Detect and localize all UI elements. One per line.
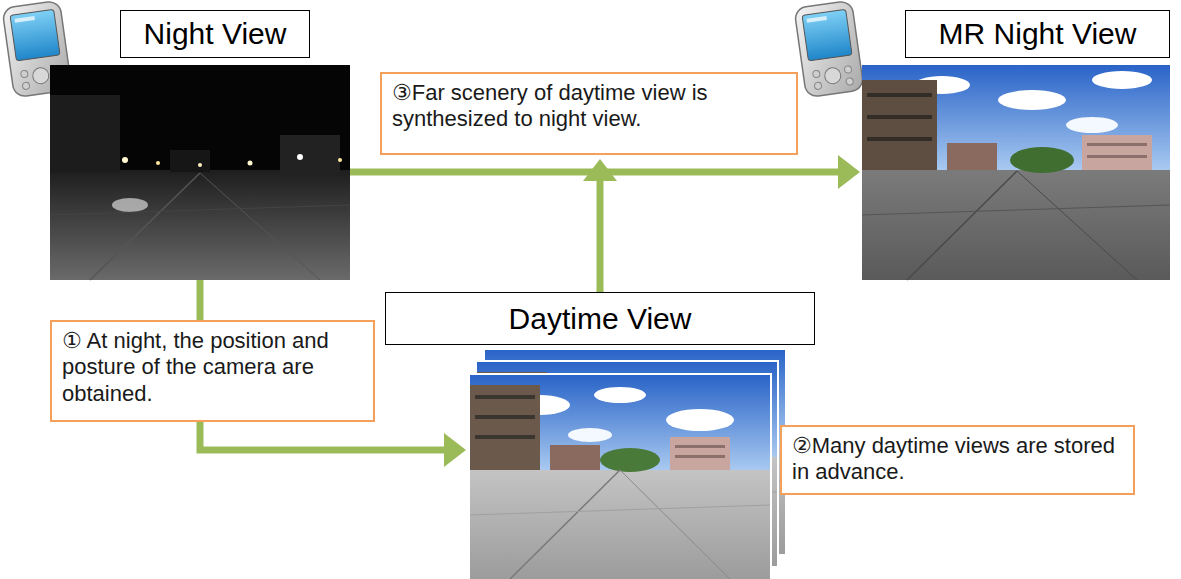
flow-arrow bbox=[583, 159, 617, 292]
flow-arrow bbox=[350, 155, 860, 189]
view-title: Daytime View bbox=[509, 302, 692, 336]
night-photo bbox=[50, 65, 350, 280]
callout-box: ③Far scenery of daytime view is synthesi… bbox=[380, 72, 798, 155]
view-title-box: MR Night View bbox=[905, 10, 1170, 58]
callout-text: ③Far scenery of daytime view is synthesi… bbox=[392, 80, 786, 133]
callout-box: ① At night, the position and posture of … bbox=[50, 320, 375, 422]
photo-panel: Night View bbox=[50, 10, 350, 280]
daytime-photo-stack bbox=[468, 349, 786, 579]
photo-panel: Daytime View bbox=[385, 292, 815, 579]
callout-text: ① At night, the position and posture of … bbox=[62, 328, 363, 407]
photo-panel: MR Night View bbox=[862, 10, 1170, 280]
callout-text: ②Many daytime views are stored in advanc… bbox=[792, 433, 1123, 486]
callout-box: ②Many daytime views are stored in advanc… bbox=[780, 425, 1135, 495]
view-title-box: Daytime View bbox=[385, 292, 815, 345]
view-title: Night View bbox=[144, 17, 287, 51]
phone-icon bbox=[794, 0, 864, 97]
view-title: MR Night View bbox=[939, 17, 1137, 51]
mr-night-photo bbox=[862, 65, 1170, 280]
view-title-box: Night View bbox=[120, 10, 310, 58]
